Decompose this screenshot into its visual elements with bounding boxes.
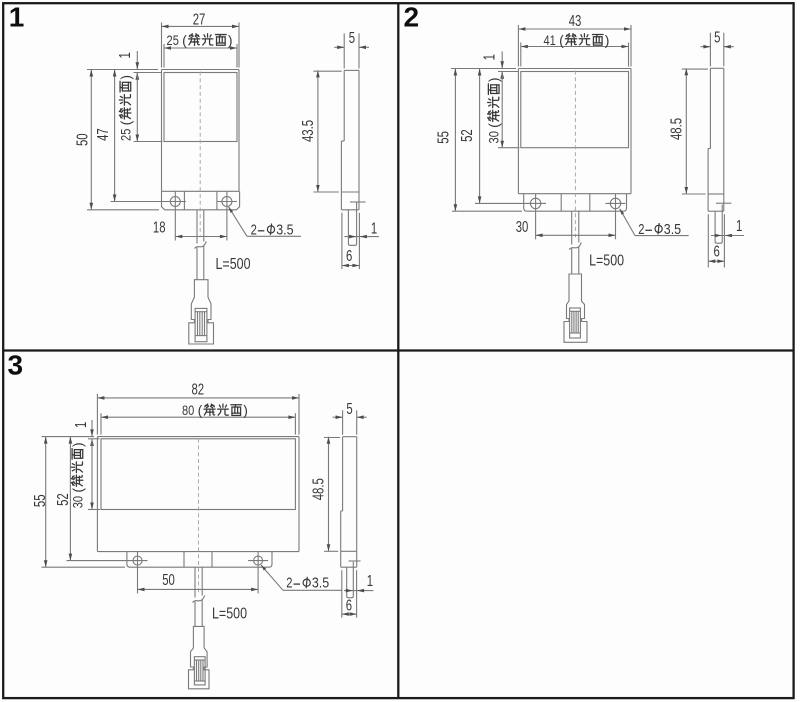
svg-text:25: 25 [167,32,179,48]
svg-text:48.5: 48.5 [311,478,328,500]
svg-text:1: 1 [367,573,373,590]
svg-text:47: 47 [95,128,112,141]
svg-text:2: 2 [638,221,644,238]
svg-text:1: 1 [117,52,134,58]
svg-text:1: 1 [73,422,90,428]
svg-text:50: 50 [74,133,91,146]
svg-text:(: ( [182,32,187,48]
svg-text:1: 1 [371,220,377,237]
svg-text:): ) [69,442,85,447]
svg-text:5: 5 [714,29,720,46]
svg-text:48.5: 48.5 [669,118,686,140]
svg-text:18: 18 [153,220,166,237]
svg-text:30: 30 [516,219,529,236]
svg-text:(: ( [69,488,85,493]
svg-text:3: 3 [8,350,24,381]
svg-text:): ) [605,32,610,48]
svg-text:): ) [228,32,233,48]
svg-text:52: 52 [459,129,476,142]
svg-text:3.5: 3.5 [276,221,293,238]
svg-text:2: 2 [286,575,292,592]
svg-text:1: 1 [736,218,742,235]
svg-text:41: 41 [543,32,555,48]
svg-text:1: 1 [9,2,25,33]
svg-text:(: ( [198,402,203,418]
svg-text:): ) [486,77,502,82]
svg-text:(: ( [559,32,564,48]
svg-text:): ) [243,402,248,418]
svg-text:(: ( [117,120,133,125]
svg-text:50: 50 [162,572,175,589]
svg-text:L=500: L=500 [589,253,624,270]
svg-text:55: 55 [32,495,49,508]
svg-text:6: 6 [346,597,352,614]
svg-text:30: 30 [486,131,502,143]
svg-text:55: 55 [436,131,453,144]
svg-text:43.5: 43.5 [300,120,317,142]
svg-text:80: 80 [182,402,194,418]
svg-text:2: 2 [251,221,257,238]
svg-text:): ) [117,75,133,80]
svg-text:3.5: 3.5 [664,221,681,238]
svg-text:30: 30 [69,496,85,508]
svg-text:(: ( [486,123,502,128]
svg-text:5: 5 [349,30,355,47]
svg-text:82: 82 [192,381,205,398]
svg-text:27: 27 [193,11,206,28]
svg-text:L=500: L=500 [212,605,247,622]
svg-text:52: 52 [55,493,72,506]
svg-text:L=500: L=500 [216,256,251,273]
svg-text:6: 6 [346,248,352,265]
svg-text:6: 6 [714,243,720,260]
svg-text:43: 43 [569,13,582,30]
svg-text:3.5: 3.5 [312,575,329,592]
svg-text:25: 25 [117,128,133,140]
svg-text:1: 1 [481,54,498,60]
svg-text:2: 2 [404,2,420,33]
svg-text:5: 5 [346,401,352,418]
